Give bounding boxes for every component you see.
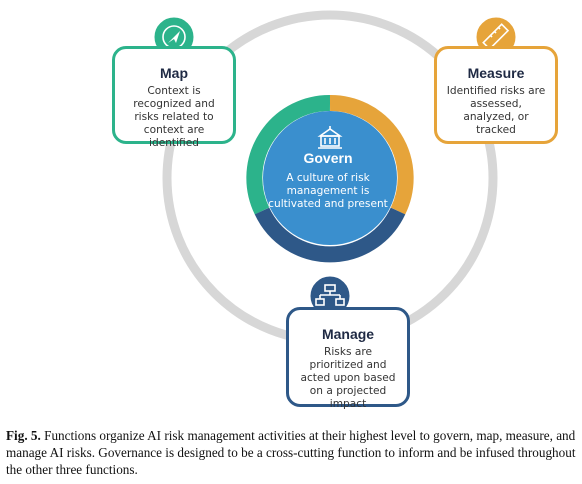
ring-segment-measure [329,94,414,215]
map-description: Context is recognized and risks related … [133,85,215,149]
caption-text: Functions organize AI risk management ac… [6,428,576,477]
measure-box: Measure Identified risks are assessed, a… [434,46,558,144]
caption-label: Fig. 5. [6,428,41,443]
ring-segment-map [246,94,331,215]
manage-box: Manage Risks are prioritized and acted u… [286,307,410,410]
ruler-icon [482,23,510,51]
govern-description: A culture of risk management is cultivat… [268,172,388,210]
govern-title: Govern [303,150,353,166]
figure-caption: Fig. 5. Functions organize AI risk manag… [6,427,578,478]
hierarchy-icon [315,284,345,306]
measure-title: Measure [467,65,525,81]
govern-disc [263,111,397,245]
measure-description: Identified risks are assessed, analyzed,… [446,85,546,136]
govern-label: Govern A culture of risk management is c… [263,150,393,211]
map-box: Map Context is recognized and risks rela… [112,46,236,149]
building-icon [317,126,343,149]
manage-title: Manage [321,326,375,342]
map-title: Map [160,65,188,81]
ring-segment-manage [254,207,406,263]
manage-description: Risks are prioritized and acted upon bas… [300,346,396,410]
